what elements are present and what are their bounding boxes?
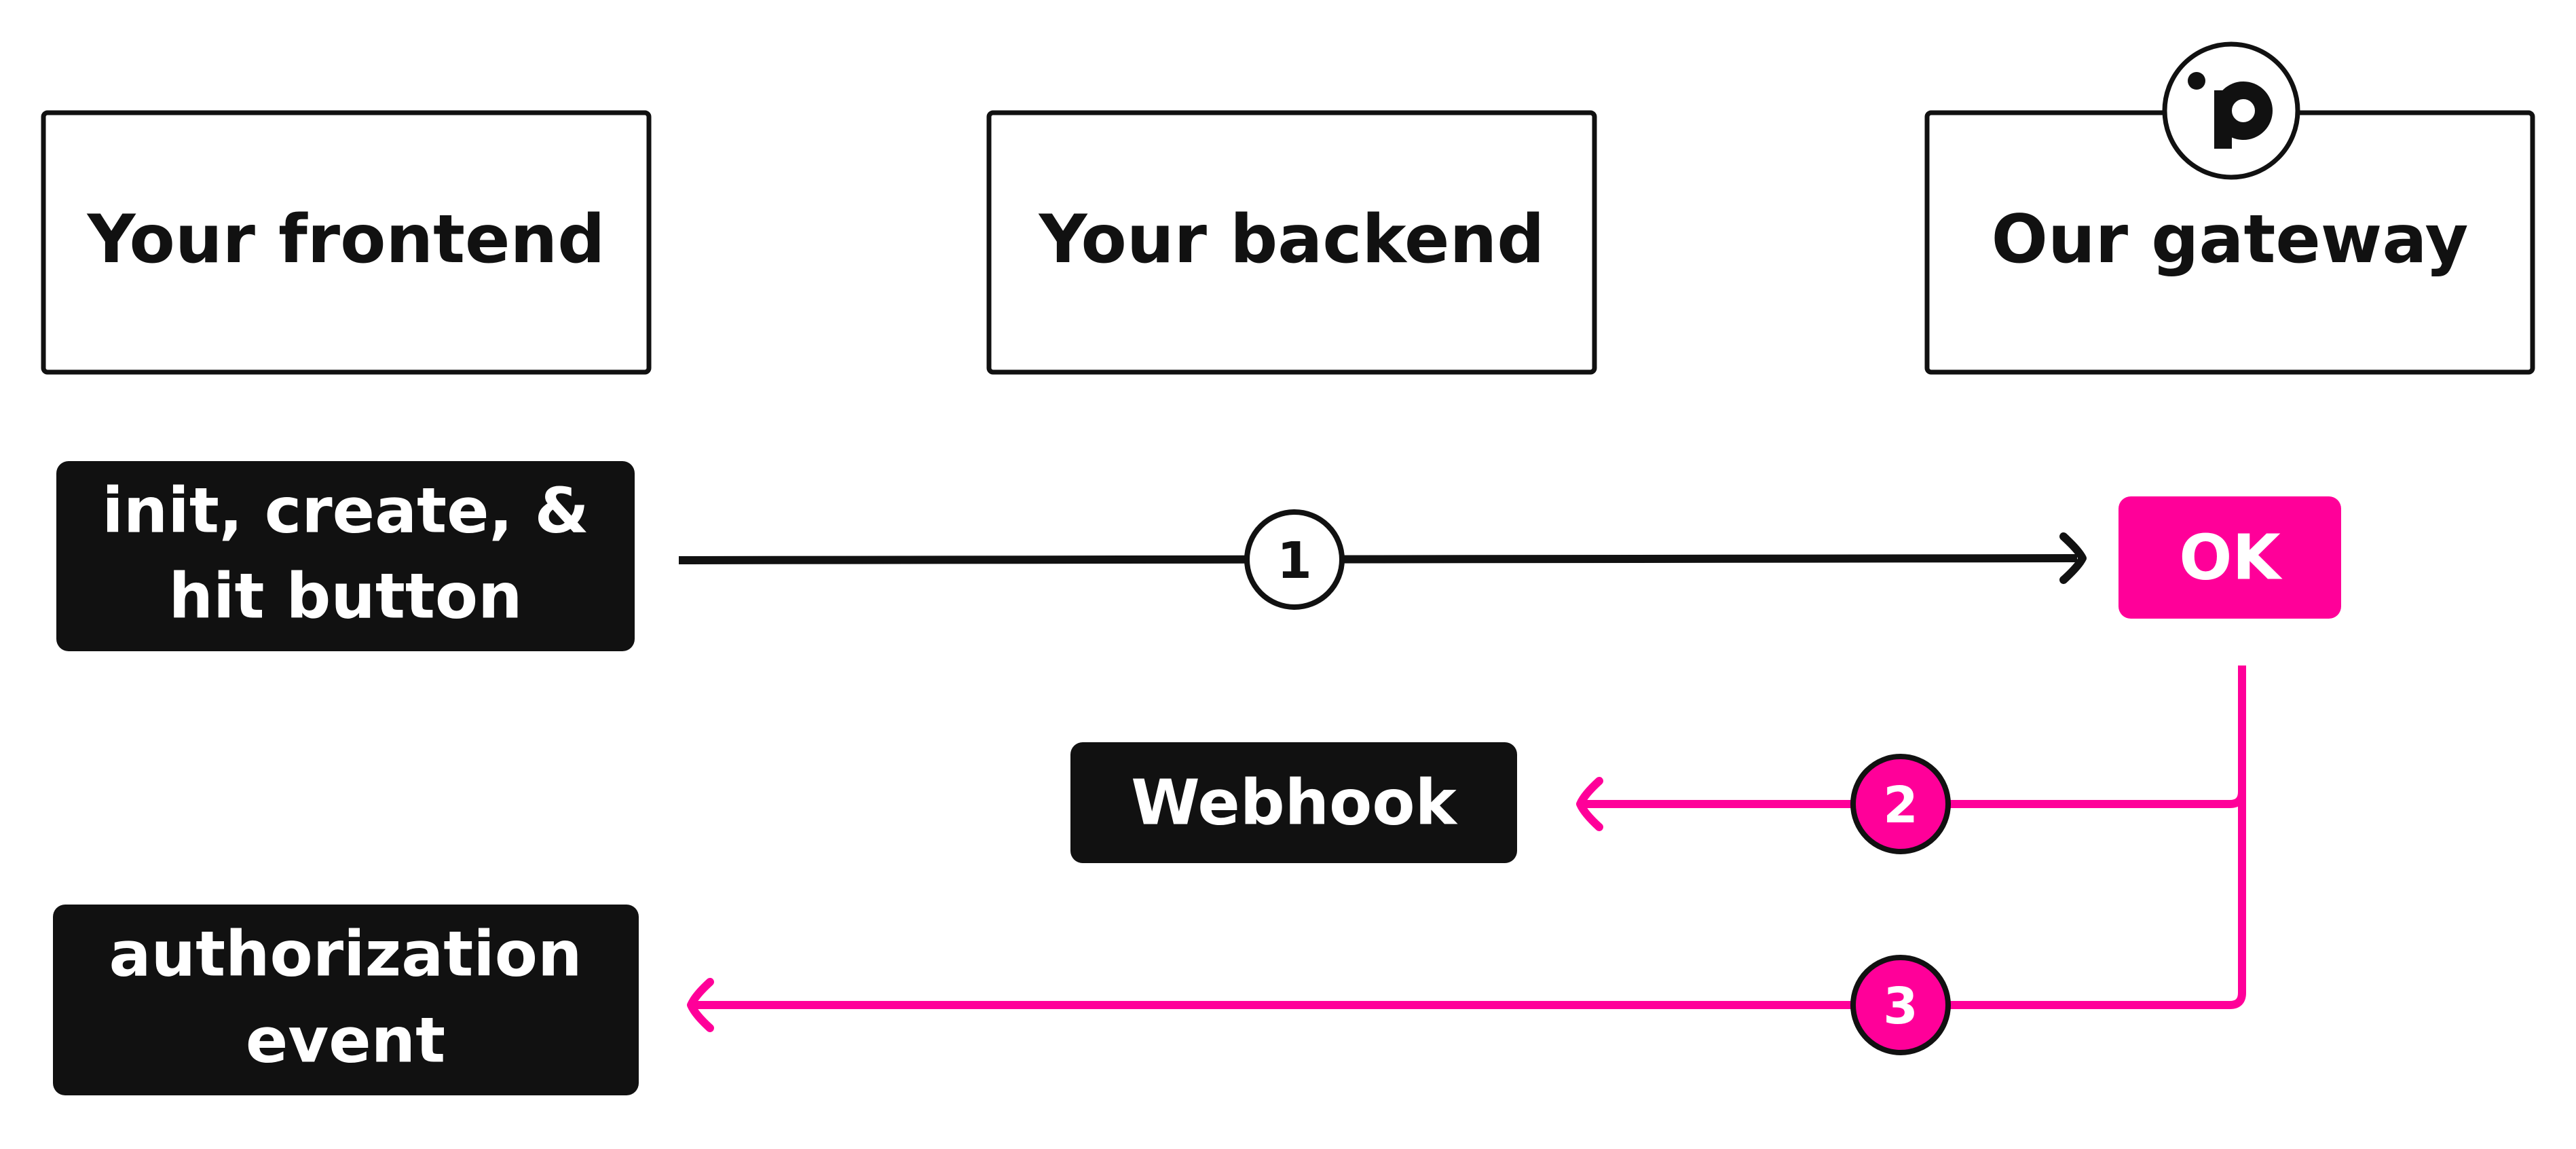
lane-backend: Your backend	[986, 110, 1597, 375]
event-ok: OK	[2118, 496, 2341, 619]
lane-backend-label: Your backend	[1039, 201, 1545, 278]
event-authorization: authorization event	[53, 905, 639, 1095]
step-badge-1-label: 1	[1277, 532, 1312, 590]
step-badge-2-label: 2	[1883, 776, 1918, 835]
event-authorization-line2: event	[246, 1004, 445, 1077]
event-ok-label: OK	[2179, 522, 2283, 594]
arrow-step-1	[678, 532, 2087, 584]
arrow-step-3	[687, 792, 2246, 1032]
event-init-line2: hit button	[168, 560, 522, 633]
step-badge-3-label: 3	[1883, 977, 1918, 1036]
event-webhook-label: Webhook	[1131, 767, 1457, 839]
lane-gateway: Our gateway	[1924, 41, 2535, 375]
step-badge-1: 1	[1244, 509, 1345, 610]
lane-frontend: Your frontend	[41, 110, 652, 375]
step-badge-2: 2	[1850, 754, 1951, 854]
event-webhook: Webhook	[1070, 742, 1517, 863]
event-authorization-line1: authorization	[109, 918, 582, 991]
lane-gateway-label: Our gateway	[1992, 201, 2469, 278]
gateway-logo-icon	[2162, 41, 2300, 180]
event-init-line1: init, create, &	[102, 475, 589, 547]
event-init-create-hit-button: init, create, & hit button	[56, 461, 635, 651]
lane-frontend-label: Your frontend	[87, 201, 605, 278]
step-badge-3: 3	[1850, 955, 1951, 1055]
